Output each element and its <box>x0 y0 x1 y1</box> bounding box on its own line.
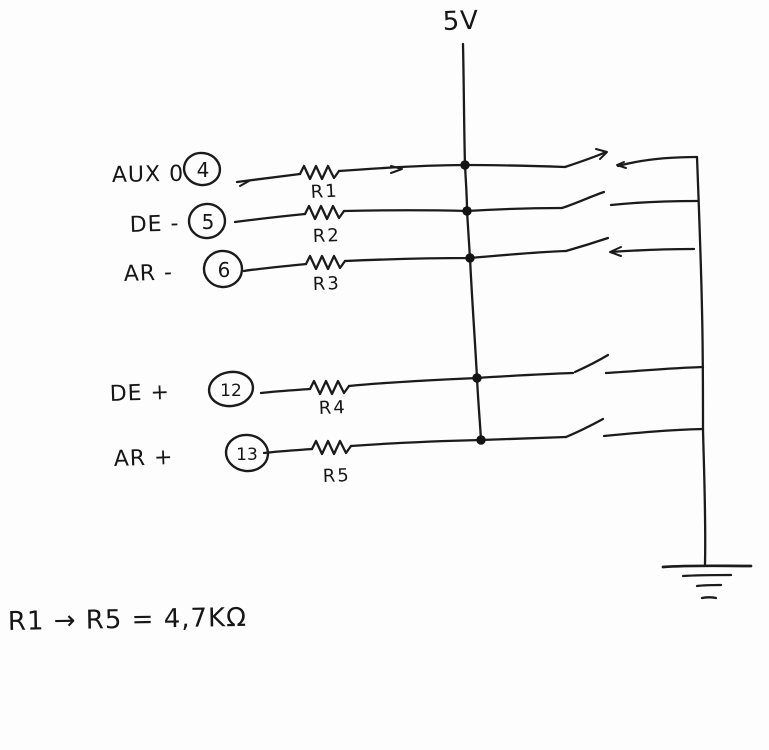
junction-dot <box>472 373 482 383</box>
wire-arrow-barb <box>239 180 250 187</box>
wire-middle <box>343 249 568 263</box>
pin-number: 4 <box>197 158 210 182</box>
resistor-symbol <box>310 439 353 456</box>
ground-bar-1 <box>661 564 753 569</box>
wire-right-arrowhead <box>609 246 622 257</box>
signal-label: DE + <box>109 380 170 407</box>
junction-dot <box>462 206 472 216</box>
wire-middle <box>347 371 575 388</box>
junction-dot <box>465 253 475 263</box>
pin-number: 12 <box>220 381 242 401</box>
signal-label: DE - <box>129 211 180 238</box>
resistor-label: R5 <box>322 465 351 487</box>
resistor-symbol <box>308 379 351 396</box>
junction-dot <box>476 435 486 445</box>
resistor-symbol <box>303 204 346 221</box>
switch-arm <box>564 236 610 253</box>
pin-circle <box>207 370 255 408</box>
pin-number: 5 <box>202 210 215 234</box>
pin-circle <box>182 151 222 187</box>
switch-arm <box>563 150 608 169</box>
wire-direction-arrow <box>390 165 403 174</box>
ground-symbol-icon <box>661 564 753 600</box>
signal-label: AR + <box>113 445 174 472</box>
circuit-row-ar-minus: AR - 6 R3 <box>123 236 696 295</box>
wire-right <box>602 427 705 438</box>
resistor-label: R3 <box>312 273 341 295</box>
wire-right-tick <box>616 161 627 169</box>
wire-left <box>233 212 307 224</box>
circuit-row-aux0: AUX 0 4 R1 <box>112 148 699 203</box>
pin-circle <box>224 433 270 473</box>
wire-right <box>609 199 699 207</box>
pin-number: 6 <box>218 258 231 282</box>
wire-left <box>262 447 314 455</box>
supply-voltage-label: 5V <box>442 6 479 37</box>
resistor-label: R2 <box>312 225 341 247</box>
signal-label: AUX 0 <box>112 162 185 188</box>
pin-circle <box>202 249 244 289</box>
wire-middle <box>349 435 568 448</box>
switch-arm <box>560 190 606 210</box>
switch-arm <box>564 417 605 439</box>
wire-left <box>242 262 308 273</box>
wire-middle <box>342 206 564 213</box>
wire-right <box>616 155 699 168</box>
resistor-symbol <box>304 254 347 271</box>
signal-label: AR - <box>123 260 173 287</box>
ground-bar-3 <box>695 583 723 588</box>
wire-left <box>235 172 302 184</box>
wire-middle <box>337 163 567 173</box>
ground-bar-2 <box>681 573 733 578</box>
resistor-value-note: R1 → R5 = 4,7KΩ <box>8 603 248 637</box>
circuit-row-de-minus: DE - 5 R2 <box>129 190 699 247</box>
resistor-symbol <box>298 164 341 181</box>
wire-right <box>609 247 696 254</box>
circuit-row-de-plus: DE + 12 R4 <box>109 353 705 419</box>
ground-bar-4 <box>700 596 718 600</box>
circuit-row-ar-plus: AR + 13 R5 <box>113 417 705 487</box>
wire-right <box>604 365 705 375</box>
ground-rail-wire <box>695 155 707 566</box>
resistor-label: R1 <box>310 181 339 203</box>
junction-dot <box>460 160 470 170</box>
pin-number: 13 <box>236 445 258 465</box>
switch-arm-arrowhead <box>595 148 608 160</box>
pin-circle <box>187 202 227 240</box>
switch-arm <box>573 353 610 374</box>
wire-left <box>259 387 312 395</box>
resistor-label: R4 <box>318 397 347 419</box>
